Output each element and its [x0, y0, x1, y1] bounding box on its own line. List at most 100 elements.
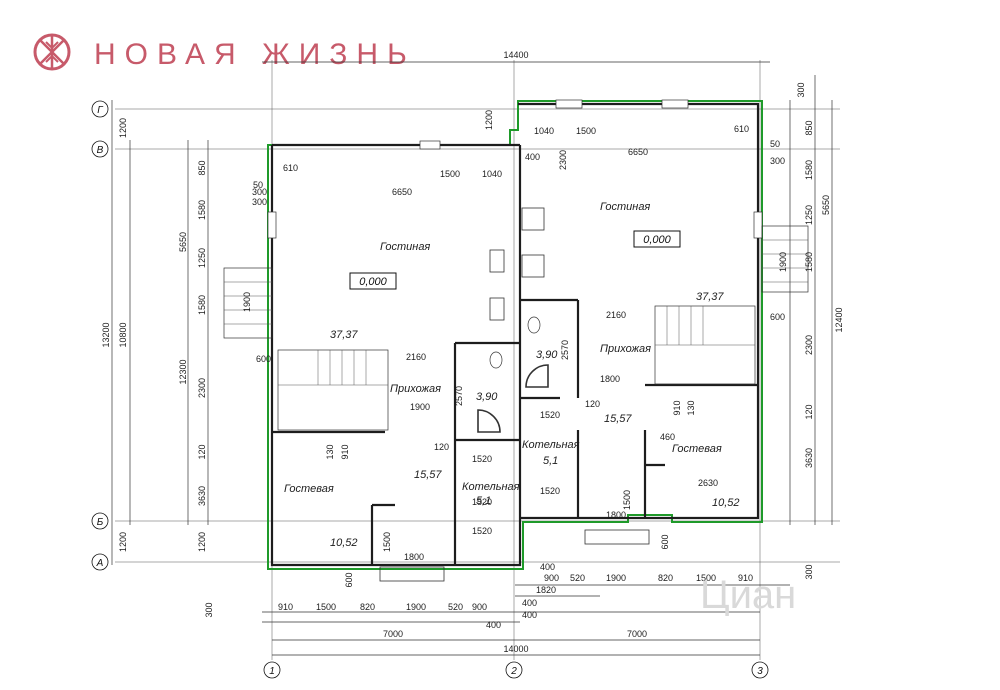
axis-number-label: 1 [269, 666, 275, 677]
axis-letter-label: А [96, 558, 104, 569]
dim-text: 5650 [178, 232, 188, 252]
room-name: Котельная [462, 481, 520, 493]
axis-number-1: 1 [263, 661, 281, 679]
dim-text: 610 [734, 124, 749, 134]
dim-text: 12300 [178, 359, 188, 384]
dim-text: 2300 [558, 150, 568, 170]
room-area: 15,57 [414, 469, 442, 481]
dim-text: 130 [325, 444, 335, 459]
dim-text: 2160 [606, 310, 626, 320]
dim-text: 400 [540, 562, 555, 572]
dim-text: 1820 [536, 585, 556, 595]
dim-text: 600 [344, 572, 354, 587]
room-area: 37,37 [696, 291, 724, 303]
dim-text: 14400 [503, 50, 528, 60]
dim-text: 850 [804, 120, 814, 135]
dim-text: 300 [796, 82, 806, 97]
axis-letter-v: В [91, 140, 109, 158]
axis-grid: Г В Б А 1 2 [91, 60, 840, 679]
dim-text: 300 [252, 187, 267, 197]
dim-text: 1900 [242, 292, 252, 312]
room-name: Гостиная [380, 241, 430, 253]
left-dimensions: 1200 13200 10800 1200 300 850 1580 1250 … [101, 118, 252, 618]
brand-name: НОВАЯ ЖИЗНЬ [94, 38, 416, 71]
left-interior-dimensions: 6650 610 50 300 1500 1040 2160 1900 2570… [252, 163, 502, 588]
dim-text: 400 [486, 620, 501, 630]
room-area: 5,1 [543, 455, 558, 467]
dim-text: 820 [360, 602, 375, 612]
dim-text: 910 [738, 573, 753, 583]
dim-text: 850 [197, 160, 207, 175]
dim-text: 1580 [804, 252, 814, 272]
walls [223, 99, 809, 582]
dim-text: 2300 [197, 378, 207, 398]
room-name: Котельная [522, 439, 580, 451]
dim-text: 120 [197, 444, 207, 459]
dim-text: 120 [804, 404, 814, 419]
dim-text: 400 [522, 610, 537, 620]
dim-text: 13200 [101, 322, 111, 347]
dim-text: 1200 [197, 532, 207, 552]
dim-text: 820 [658, 573, 673, 583]
dim-text: 50 [770, 139, 780, 149]
right-interior-dimensions: 6650 610 1040 1500 1200 400 2300 50 300 … [252, 110, 785, 550]
dim-text: 300 [252, 197, 267, 207]
right-dimensions: 850 1580 1250 1900 1580 2300 120 3630 30… [778, 120, 844, 579]
room-name: Прихожая [390, 383, 441, 395]
dim-text: 2160 [406, 352, 426, 362]
dim-text: 460 [660, 432, 675, 442]
dim-text: 1500 [576, 126, 596, 136]
dim-text: 1200 [118, 118, 128, 138]
dim-text: 1520 [472, 454, 492, 464]
watermark: Циан [700, 573, 796, 617]
dim-text: 1500 [440, 169, 460, 179]
dim-text: 130 [686, 400, 696, 415]
dim-text: 1800 [600, 374, 620, 384]
dim-text: 1900 [778, 252, 788, 272]
axis-letter-label: В [97, 145, 104, 156]
dim-text: 1580 [804, 160, 814, 180]
right-unit-rooms: Гостиная Прихожая Котельная Гостевая 37,… [522, 201, 740, 509]
dim-text: 6650 [392, 187, 412, 197]
dim-text: 900 [472, 602, 487, 612]
room-area: 10,52 [712, 497, 740, 509]
dim-text: 300 [204, 602, 214, 617]
dim-text: 1900 [410, 402, 430, 412]
room-name: Гостевая [284, 483, 334, 495]
room-name: Прихожая [600, 343, 651, 355]
axis-letter-label: Б [97, 517, 104, 528]
room-area: 37,37 [330, 329, 358, 341]
room-area: 15,57 [604, 413, 632, 425]
dim-text: 1250 [804, 205, 814, 225]
dim-text: 400 [525, 152, 540, 162]
dim-text: 7000 [383, 629, 403, 639]
level-marks: 0,000 0,000 [349, 230, 681, 290]
dim-text: 2630 [698, 478, 718, 488]
dim-text: 1500 [696, 573, 716, 583]
axis-letter-a: А [91, 553, 109, 571]
dim-text: 1800 [404, 552, 424, 562]
dim-text: 2300 [804, 335, 814, 355]
room-name: Гостевая [672, 443, 722, 455]
dim-text: 600 [770, 312, 785, 322]
dim-text: 1580 [197, 200, 207, 220]
dim-text: 610 [283, 163, 298, 173]
dim-text: 600 [256, 354, 271, 364]
axis-number-2: 2 [505, 661, 523, 679]
room-area: 5,1 [476, 495, 491, 507]
dim-text: 520 [448, 602, 463, 612]
dim-text: 1900 [406, 602, 426, 612]
dim-text: 1900 [606, 573, 626, 583]
dim-text: 5650 [821, 195, 831, 215]
axis-letter-label: Г [97, 105, 104, 116]
axis-number-3: 3 [751, 661, 769, 679]
axis-letter-b: Б [91, 512, 109, 530]
dim-text: 7000 [627, 629, 647, 639]
dim-text: 300 [770, 156, 785, 166]
room-area: 10,52 [330, 537, 358, 549]
dim-text: 1520 [540, 410, 560, 420]
dim-text: 900 [544, 573, 559, 583]
dimension-lines [111, 61, 833, 656]
